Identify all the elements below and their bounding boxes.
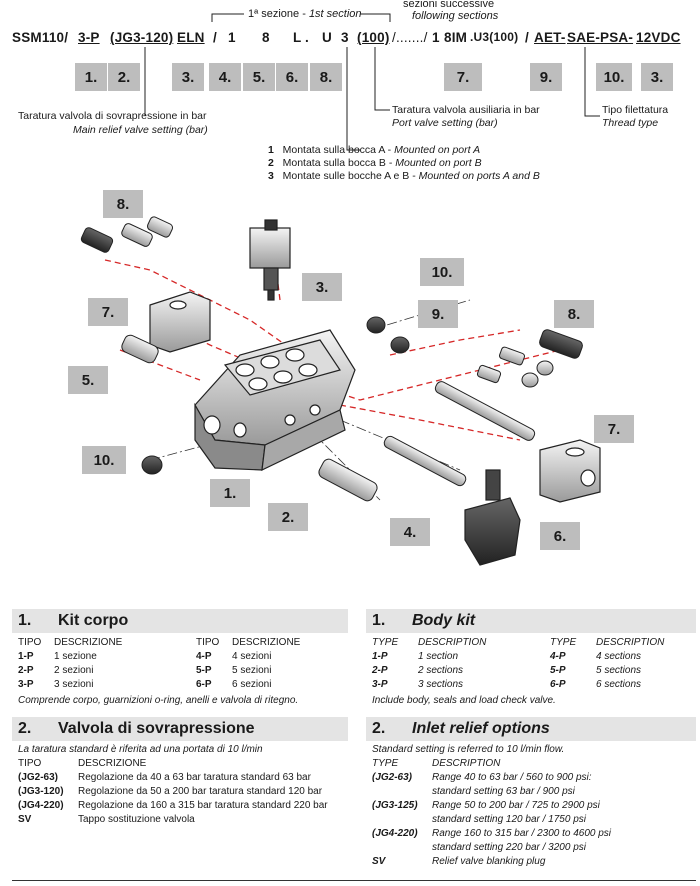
- code-leader-lines: [144, 13, 600, 151]
- code-box-6: 6.: [276, 63, 308, 91]
- code-token-model: SSM110/: [12, 30, 69, 45]
- callout-2: 2.: [268, 503, 308, 531]
- code-box-1: 1.: [75, 63, 107, 91]
- callout-9: 9.: [418, 300, 458, 328]
- spools: [318, 381, 536, 502]
- code-token-port2: .U3(100): [470, 30, 519, 44]
- callout-10a: 10.: [420, 258, 464, 286]
- cartridges-top-left: [80, 216, 174, 253]
- code-token-count2: 1: [432, 30, 440, 45]
- callout-7a: 7.: [88, 298, 128, 326]
- section1-it-title: 1.Kit corpo: [18, 612, 129, 629]
- code-box-7: 7.: [444, 63, 482, 91]
- table-row: (JG3-120)Regolazione da 50 a 200 bar tar…: [18, 786, 323, 797]
- table-row: (JG4-220)Regolazione da 160 a 315 bar ta…: [18, 800, 328, 811]
- block-right: [539, 439, 601, 503]
- code-token-section-count: 1: [228, 30, 236, 45]
- port-valve-note-en: Port valve setting (bar): [392, 117, 498, 129]
- exploded-valve-diagram: [80, 216, 601, 566]
- callout-1: 1.: [210, 479, 250, 507]
- code-box-10: 10.: [596, 63, 632, 91]
- thread-note-en: Thread type: [602, 117, 659, 129]
- first-section-label: 1ª sezione - 1st section: [248, 8, 362, 21]
- mount-note-3: 3 Montate sulle bocche A e B - Mounted o…: [268, 170, 540, 182]
- callout-3: 3.: [302, 273, 342, 301]
- section2-en-title: 2.Inlet relief options: [372, 720, 550, 737]
- solenoid-coil: [249, 219, 291, 301]
- plugs: [141, 316, 410, 475]
- code-token-voltage: 12VDC: [636, 30, 681, 45]
- callout-4: 4.: [390, 518, 430, 546]
- code-box-3b: 3.: [641, 63, 673, 91]
- code-token-thread: SAE-: [567, 30, 601, 45]
- successive-en: following sections: [412, 10, 499, 22]
- code-token-relief: (JG3-120): [110, 30, 174, 45]
- section2-en-table: Standard setting is referred to 10 l/min…: [372, 743, 694, 869]
- table-row: (JG2-63)Regolazione da 40 a 63 bar tarat…: [18, 772, 311, 783]
- main-relief-note-en: Main relief valve setting (bar): [73, 124, 208, 136]
- code-token-slash2: /: [525, 30, 529, 45]
- successive-it: sezioni successive: [403, 0, 495, 10]
- lever-handle: [464, 469, 521, 566]
- callout-8a: 8.: [103, 190, 143, 218]
- code-token-outlet: AET-: [534, 30, 566, 45]
- callout-5: 5.: [68, 366, 108, 394]
- code-token-spool2: 8IM: [444, 30, 468, 45]
- mount-note-2: 2 Montata sulla bocca B - Mounted on por…: [268, 157, 482, 169]
- section2-it-table: La taratura standard è riferita ad una p…: [18, 743, 348, 827]
- code-box-9: 9.: [530, 63, 562, 91]
- code-box-2: 2.: [108, 63, 140, 91]
- code-box-4: 4.: [209, 63, 241, 91]
- valve-body: [194, 329, 356, 472]
- code-token-control: L: [293, 30, 302, 45]
- table-row: (JG2-63)Range 40 to 63 bar / 560 to 900 …: [372, 772, 592, 783]
- section2-it-title: 2.Valvola di sovrapressione: [18, 720, 255, 737]
- block-left: [149, 291, 211, 353]
- code-token-port: 3: [341, 30, 349, 45]
- section1-en-bar: [366, 609, 696, 633]
- callout-10b: 10.: [82, 446, 126, 474]
- main-relief-note-it: Taratura valvola di sovrapressione in ba…: [18, 110, 207, 122]
- callout-6: 6.: [540, 522, 580, 550]
- cartridge-left: [121, 334, 159, 364]
- code-token-connector: PSA-: [600, 30, 634, 45]
- code-box-3: 3.: [172, 63, 204, 91]
- port-valve-note-it: Taratura valvola ausiliaria in bar: [392, 104, 540, 116]
- code-token-position: U: [322, 30, 332, 45]
- callout-8b: 8.: [554, 300, 594, 328]
- footer-rule: [12, 880, 696, 881]
- code-token-port-setting: (100): [357, 30, 390, 45]
- first-section-it: 1ª sezione -: [248, 8, 309, 20]
- table-row: (JG3-125)Range 50 to 200 bar / 725 to 29…: [372, 800, 600, 811]
- callout-7b: 7.: [594, 415, 634, 443]
- table-row: (JG4-220)Range 160 to 315 bar / 2300 to …: [372, 828, 612, 839]
- section2-it-bar: [12, 717, 348, 741]
- code-token-dot: .: [305, 30, 309, 45]
- section2-en-bar: [366, 717, 696, 741]
- code-token-inlet: ELN: [177, 30, 205, 45]
- section1-it-bar: [12, 609, 348, 633]
- code-box-5: 5.: [243, 63, 275, 91]
- code-box-8: 8.: [310, 63, 342, 91]
- mount-note-1: 1 Montata sulla bocca A - Mounted on por…: [268, 144, 481, 156]
- code-token-sections: 3-P: [78, 30, 100, 45]
- code-token-spool: 8: [262, 30, 270, 45]
- cartridges-right: [476, 329, 583, 388]
- section1-en-title: 1.Body kit: [372, 612, 476, 629]
- thread-note-it: Tipo filettatura: [602, 104, 669, 116]
- first-section-en: 1st section: [308, 8, 362, 20]
- code-token-more: /......./: [392, 30, 428, 45]
- code-token-slash: /: [213, 30, 217, 45]
